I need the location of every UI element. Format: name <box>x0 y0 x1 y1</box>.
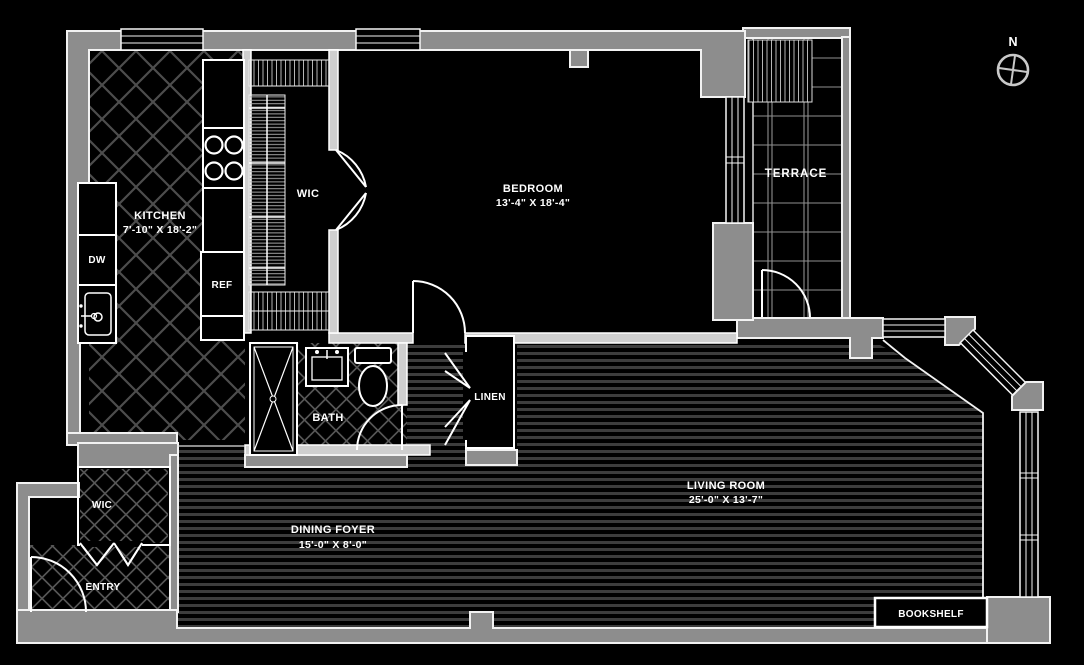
doors <box>30 149 466 613</box>
terrace <box>742 27 851 333</box>
linen-bottom-band <box>465 449 518 466</box>
bottom-wall <box>16 609 1051 644</box>
cabinet-low-right <box>200 315 245 341</box>
bedroom-door <box>412 280 466 334</box>
linen-closet <box>444 335 515 449</box>
windows <box>120 28 1039 598</box>
kitchen-faucet <box>79 304 98 328</box>
entry-label: ENTRY <box>85 582 120 593</box>
terrace-label: TERRACE <box>765 168 828 180</box>
compass-circle <box>996 53 1030 87</box>
bedroom-east-wall-lower <box>712 222 754 321</box>
wic-lower-label: WIC <box>92 500 112 511</box>
linen-bifold-doors <box>444 352 471 446</box>
wic-upper-closet <box>248 59 330 331</box>
living-room-label: LIVING ROOM <box>687 480 765 492</box>
dishwasher-label: DW <box>88 255 106 266</box>
terrace-feature-hatch <box>747 39 813 103</box>
bookshelf-label: BOOKSHELF <box>898 609 963 620</box>
dining-foyer-label: DINING FOYER <box>291 524 375 536</box>
linen-box <box>465 335 515 449</box>
wic-upper-right-wall-a <box>328 49 339 151</box>
bath-bottom-band <box>244 454 408 468</box>
bath-vanity-sink <box>305 347 349 387</box>
bath-right-wall <box>397 342 408 406</box>
kitchen-dims: 7'-10" X 18'-2" <box>123 224 197 236</box>
window-bay-diagonal <box>959 328 1027 397</box>
bottom-right-pier <box>986 596 1051 644</box>
closet-shelf-top <box>248 59 330 87</box>
stove-burners <box>204 135 244 181</box>
cabinet-left <box>77 182 117 236</box>
wic-upper-right-wall-b <box>328 229 339 334</box>
dining-foyer-dims: 15'-0" X 8'-0" <box>299 539 367 551</box>
bedroom-label: BEDROOM <box>503 183 563 195</box>
kitchen-label: KITCHEN <box>134 210 186 222</box>
cabinet-upper-right <box>202 59 245 129</box>
floors <box>29 50 983 627</box>
interior-walls <box>177 49 984 597</box>
entry-floor <box>29 545 170 611</box>
wic-lower-top-wall <box>77 442 179 468</box>
linen-door-gap <box>463 352 469 440</box>
living-room-dims: 25'-0" X 13'-7" <box>689 494 763 506</box>
refrigerator-label: REF <box>212 280 233 291</box>
bookshelf-box <box>873 596 989 629</box>
shower <box>249 342 298 456</box>
room-labels: KITCHEN 7'-10" X 18'-2" WIC BEDROOM 13'-… <box>85 168 828 593</box>
wic-lower-floor <box>80 469 168 543</box>
kitchen-sink <box>77 284 117 344</box>
dishwasher <box>77 234 117 286</box>
toilet <box>354 347 392 407</box>
terrace-grid-vertical <box>767 37 809 318</box>
window-top-1 <box>120 28 204 51</box>
window-living-east <box>1019 411 1039 598</box>
compass-cross <box>997 54 1029 86</box>
wic-lower-opening <box>80 542 142 546</box>
bedroom-bottom-wall-left <box>328 332 414 344</box>
terrace-right-wall <box>841 36 851 319</box>
entry-door <box>30 556 87 613</box>
refrigerator <box>200 251 245 317</box>
window-bay-horizontal <box>882 318 946 338</box>
north-compass-icon: N <box>996 35 1030 87</box>
wic-lower-bifold <box>79 542 143 567</box>
closet-shelf-dividers <box>249 107 285 269</box>
wic-upper-double-doors <box>335 149 367 231</box>
bedroom-top-notch <box>569 49 589 68</box>
bath-label: BATH <box>312 412 343 424</box>
window-bedroom-east <box>725 96 745 224</box>
wood-floor-living-dining <box>177 345 983 627</box>
bath-fixtures <box>249 342 392 456</box>
north-label: N <box>1008 35 1017 49</box>
wic-upper-label: WIC <box>297 188 320 200</box>
cabinet-mid-right <box>202 187 245 253</box>
living-room-edge <box>882 339 984 597</box>
linen-label: LINEN <box>474 392 506 403</box>
bedroom-dims: 13'-4" X 18'-4" <box>496 197 570 209</box>
kitchen-fixtures <box>77 59 245 344</box>
bookshelf: BOOKSHELF <box>873 596 989 629</box>
entry-right-wall <box>169 454 179 613</box>
walls <box>16 30 1051 644</box>
terrace-door <box>761 269 811 319</box>
bath-door <box>356 404 403 451</box>
window-top-2 <box>355 28 421 51</box>
terrace-top-wall <box>742 27 851 39</box>
